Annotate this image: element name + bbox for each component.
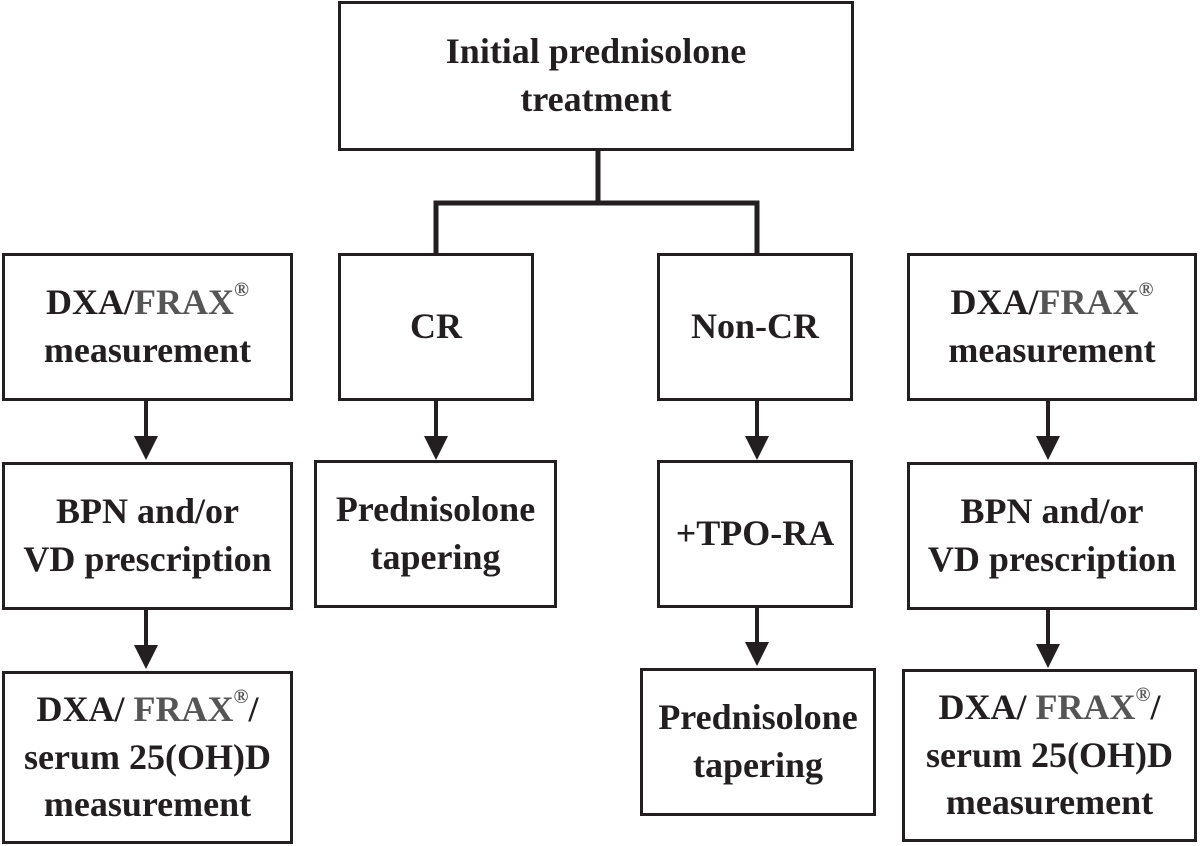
tpo-ra-box: +TPO-RA xyxy=(657,460,853,608)
right-followup-line3: measurement xyxy=(945,782,1154,823)
noncr-tapering-line1: Prednisolone xyxy=(658,697,858,738)
right-followup-line2: serum 25(OH)D xyxy=(926,734,1173,775)
right-dxa-frax-line2: measurement xyxy=(948,330,1156,370)
right-bpn-line2: VD prescription xyxy=(927,539,1177,579)
cr-tapering-line1: Prednisolone xyxy=(335,489,536,530)
root-line2: treatment xyxy=(520,79,672,119)
left-followup-line3: measurement xyxy=(43,784,252,825)
cr-tapering-box: Prednisolone tapering xyxy=(314,460,557,608)
left-dxa-frax-line2: measurement xyxy=(43,330,252,370)
cr-label: CR xyxy=(410,306,462,347)
left-bpn-line1: BPN and/or xyxy=(55,491,240,532)
registered-mark: ® xyxy=(1135,684,1151,707)
right-bpn-line1: BPN and/or xyxy=(960,491,1144,532)
right-dxa-frax-box: DXA/FRAX® measurement xyxy=(907,253,1197,401)
left-followup-box: DXA/ FRAX®/ serum 25(OH)D measurement xyxy=(2,671,293,844)
frax-label: FRAX xyxy=(134,282,235,323)
registered-mark: ® xyxy=(1138,279,1154,302)
left-followup-line2: serum 25(OH)D xyxy=(24,736,271,777)
noncr-tapering-box: Prednisolone tapering xyxy=(640,668,876,816)
registered-mark: ® xyxy=(234,279,249,302)
root-line1: Initial prednisolone xyxy=(445,31,747,72)
right-followup-line1: DXA/ FRAX®/ xyxy=(938,684,1161,728)
tpo-ra-label: +TPO-RA xyxy=(675,513,835,554)
frax-label: FRAX xyxy=(1035,687,1136,728)
registered-mark: ® xyxy=(233,686,249,709)
right-followup-box: DXA/ FRAX®/ serum 25(OH)D measurement xyxy=(902,669,1197,842)
noncr-box: Non-CR xyxy=(657,253,853,401)
root-branch-connector-right xyxy=(598,200,760,253)
frax-label: FRAX xyxy=(1038,282,1139,323)
cr-box: CR xyxy=(338,253,534,401)
left-bpn-vd-box: BPN and/or VD prescription xyxy=(2,462,293,610)
left-followup-line1: DXA/ FRAX®/ xyxy=(36,686,259,730)
noncr-label: Non-CR xyxy=(690,306,819,347)
root-box: Initial prednisolone treatment xyxy=(338,1,854,151)
cr-tapering-line2: tapering xyxy=(370,537,501,577)
left-bpn-line2: VD prescription xyxy=(23,539,272,579)
right-dxa-frax-line1: DXA/FRAX® xyxy=(950,279,1154,323)
noncr-tapering-line2: tapering xyxy=(693,745,823,785)
left-dxa-frax-line1: DXA/FRAX® xyxy=(46,279,249,323)
frax-label: FRAX xyxy=(133,689,234,730)
left-dxa-frax-box: DXA/FRAX® measurement xyxy=(2,253,293,401)
root-branch-connector xyxy=(433,150,601,253)
right-bpn-vd-box: BPN and/or VD prescription xyxy=(907,462,1197,610)
